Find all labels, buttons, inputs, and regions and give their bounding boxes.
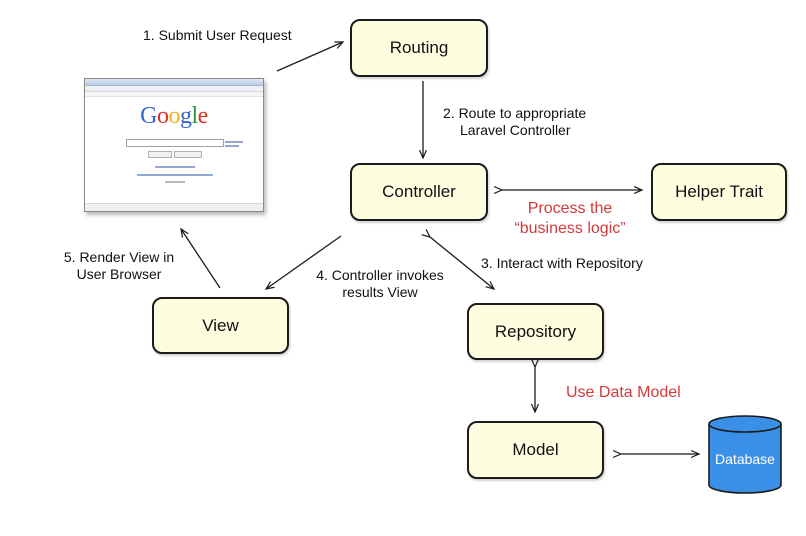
logo-letter-6: e (197, 103, 209, 129)
step2-line2: Laravel Controller (460, 122, 571, 138)
logo-letter-1: G (140, 103, 157, 129)
browser-screenshot: Google (84, 78, 264, 212)
arrow-browser-to-routing (276, 42, 343, 72)
browser-link-row (165, 181, 185, 183)
browser-link-row (155, 166, 195, 168)
controller-label: Controller (382, 182, 456, 201)
step4-line1: 4. Controller invokes (316, 267, 444, 283)
browser-statusbar (85, 203, 263, 211)
browser-search-button (148, 151, 172, 158)
step5-line1: 5. Render View in (63, 249, 175, 265)
browser-side-link (225, 145, 239, 147)
business-logic-line2: “business logic” (514, 220, 626, 237)
browser-menubar (85, 92, 263, 97)
database-cylinder-icon (708, 415, 782, 494)
browser-side-link (225, 141, 243, 143)
helper-trait-label: Helper Trait (675, 182, 763, 201)
model-node: Model (467, 421, 604, 479)
repository-node: Repository (467, 303, 604, 360)
browser-lucky-button (174, 151, 202, 158)
step3-label: 3. Interact with Repository (481, 255, 643, 271)
logo-letter-5: l (191, 103, 199, 129)
browser-toolbar (85, 86, 263, 92)
repository-label: Repository (494, 321, 577, 341)
step5-label: 5. Render View in User Browser (55, 249, 183, 283)
business-logic-line1: Process the (527, 200, 613, 217)
step4-label: 4. Controller invokes results View (310, 267, 450, 301)
database-node: Database (707, 415, 783, 495)
browser-titlebar (85, 79, 263, 86)
arrow-view-to-browser (181, 229, 221, 289)
google-logo: Google (85, 103, 263, 129)
logo-letter-3: o (168, 103, 181, 129)
routing-node: Routing (350, 19, 488, 77)
logo-letter-2: o (157, 103, 169, 129)
data-model-annotation: Use Data Model (566, 384, 681, 401)
helper-trait-node: Helper Trait (651, 163, 787, 221)
step1-label: 1. Submit User Request (143, 27, 292, 43)
business-logic-annotation: Process the “business logic” (495, 199, 645, 239)
step5-line2: User Browser (76, 266, 162, 282)
view-node: View (152, 297, 289, 354)
step2-line1: 2. Route to appropriate (443, 105, 587, 121)
browser-search-box (126, 139, 224, 147)
step2-label: 2. Route to appropriate Laravel Controll… (443, 105, 586, 139)
logo-letter-4: g (180, 103, 192, 129)
model-label: Model (512, 440, 559, 459)
step4-line2: results View (342, 284, 418, 300)
view-label: View (202, 315, 239, 335)
database-label: Database (715, 451, 775, 467)
routing-label: Routing (389, 38, 449, 57)
browser-link-row (137, 174, 213, 176)
controller-node: Controller (350, 163, 488, 221)
